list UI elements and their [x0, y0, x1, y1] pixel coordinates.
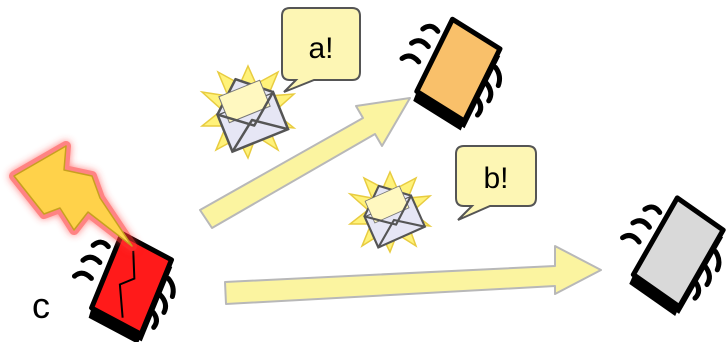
- node-c-label: c: [32, 285, 50, 326]
- envelope-icon: [215, 77, 290, 154]
- arrow-c-to-a: [199, 97, 411, 229]
- lightning-icon: [9, 141, 137, 251]
- message-b: [347, 170, 433, 254]
- message-a: [199, 64, 297, 160]
- speech-bubble-b: b!: [455, 145, 537, 221]
- bubble-b-text: b!: [483, 162, 508, 195]
- bubble-a-text: a!: [308, 32, 333, 65]
- chip-b: [620, 195, 726, 317]
- chip-icon: [71, 231, 176, 342]
- chip-a: [399, 16, 503, 131]
- envelope-icon: [363, 184, 427, 249]
- speech-bubble-a: a!: [281, 7, 361, 93]
- chip-c: [71, 231, 176, 342]
- chip-icon: [620, 195, 726, 317]
- arrow-c-to-b: [224, 245, 602, 305]
- chip-icon: [399, 16, 503, 131]
